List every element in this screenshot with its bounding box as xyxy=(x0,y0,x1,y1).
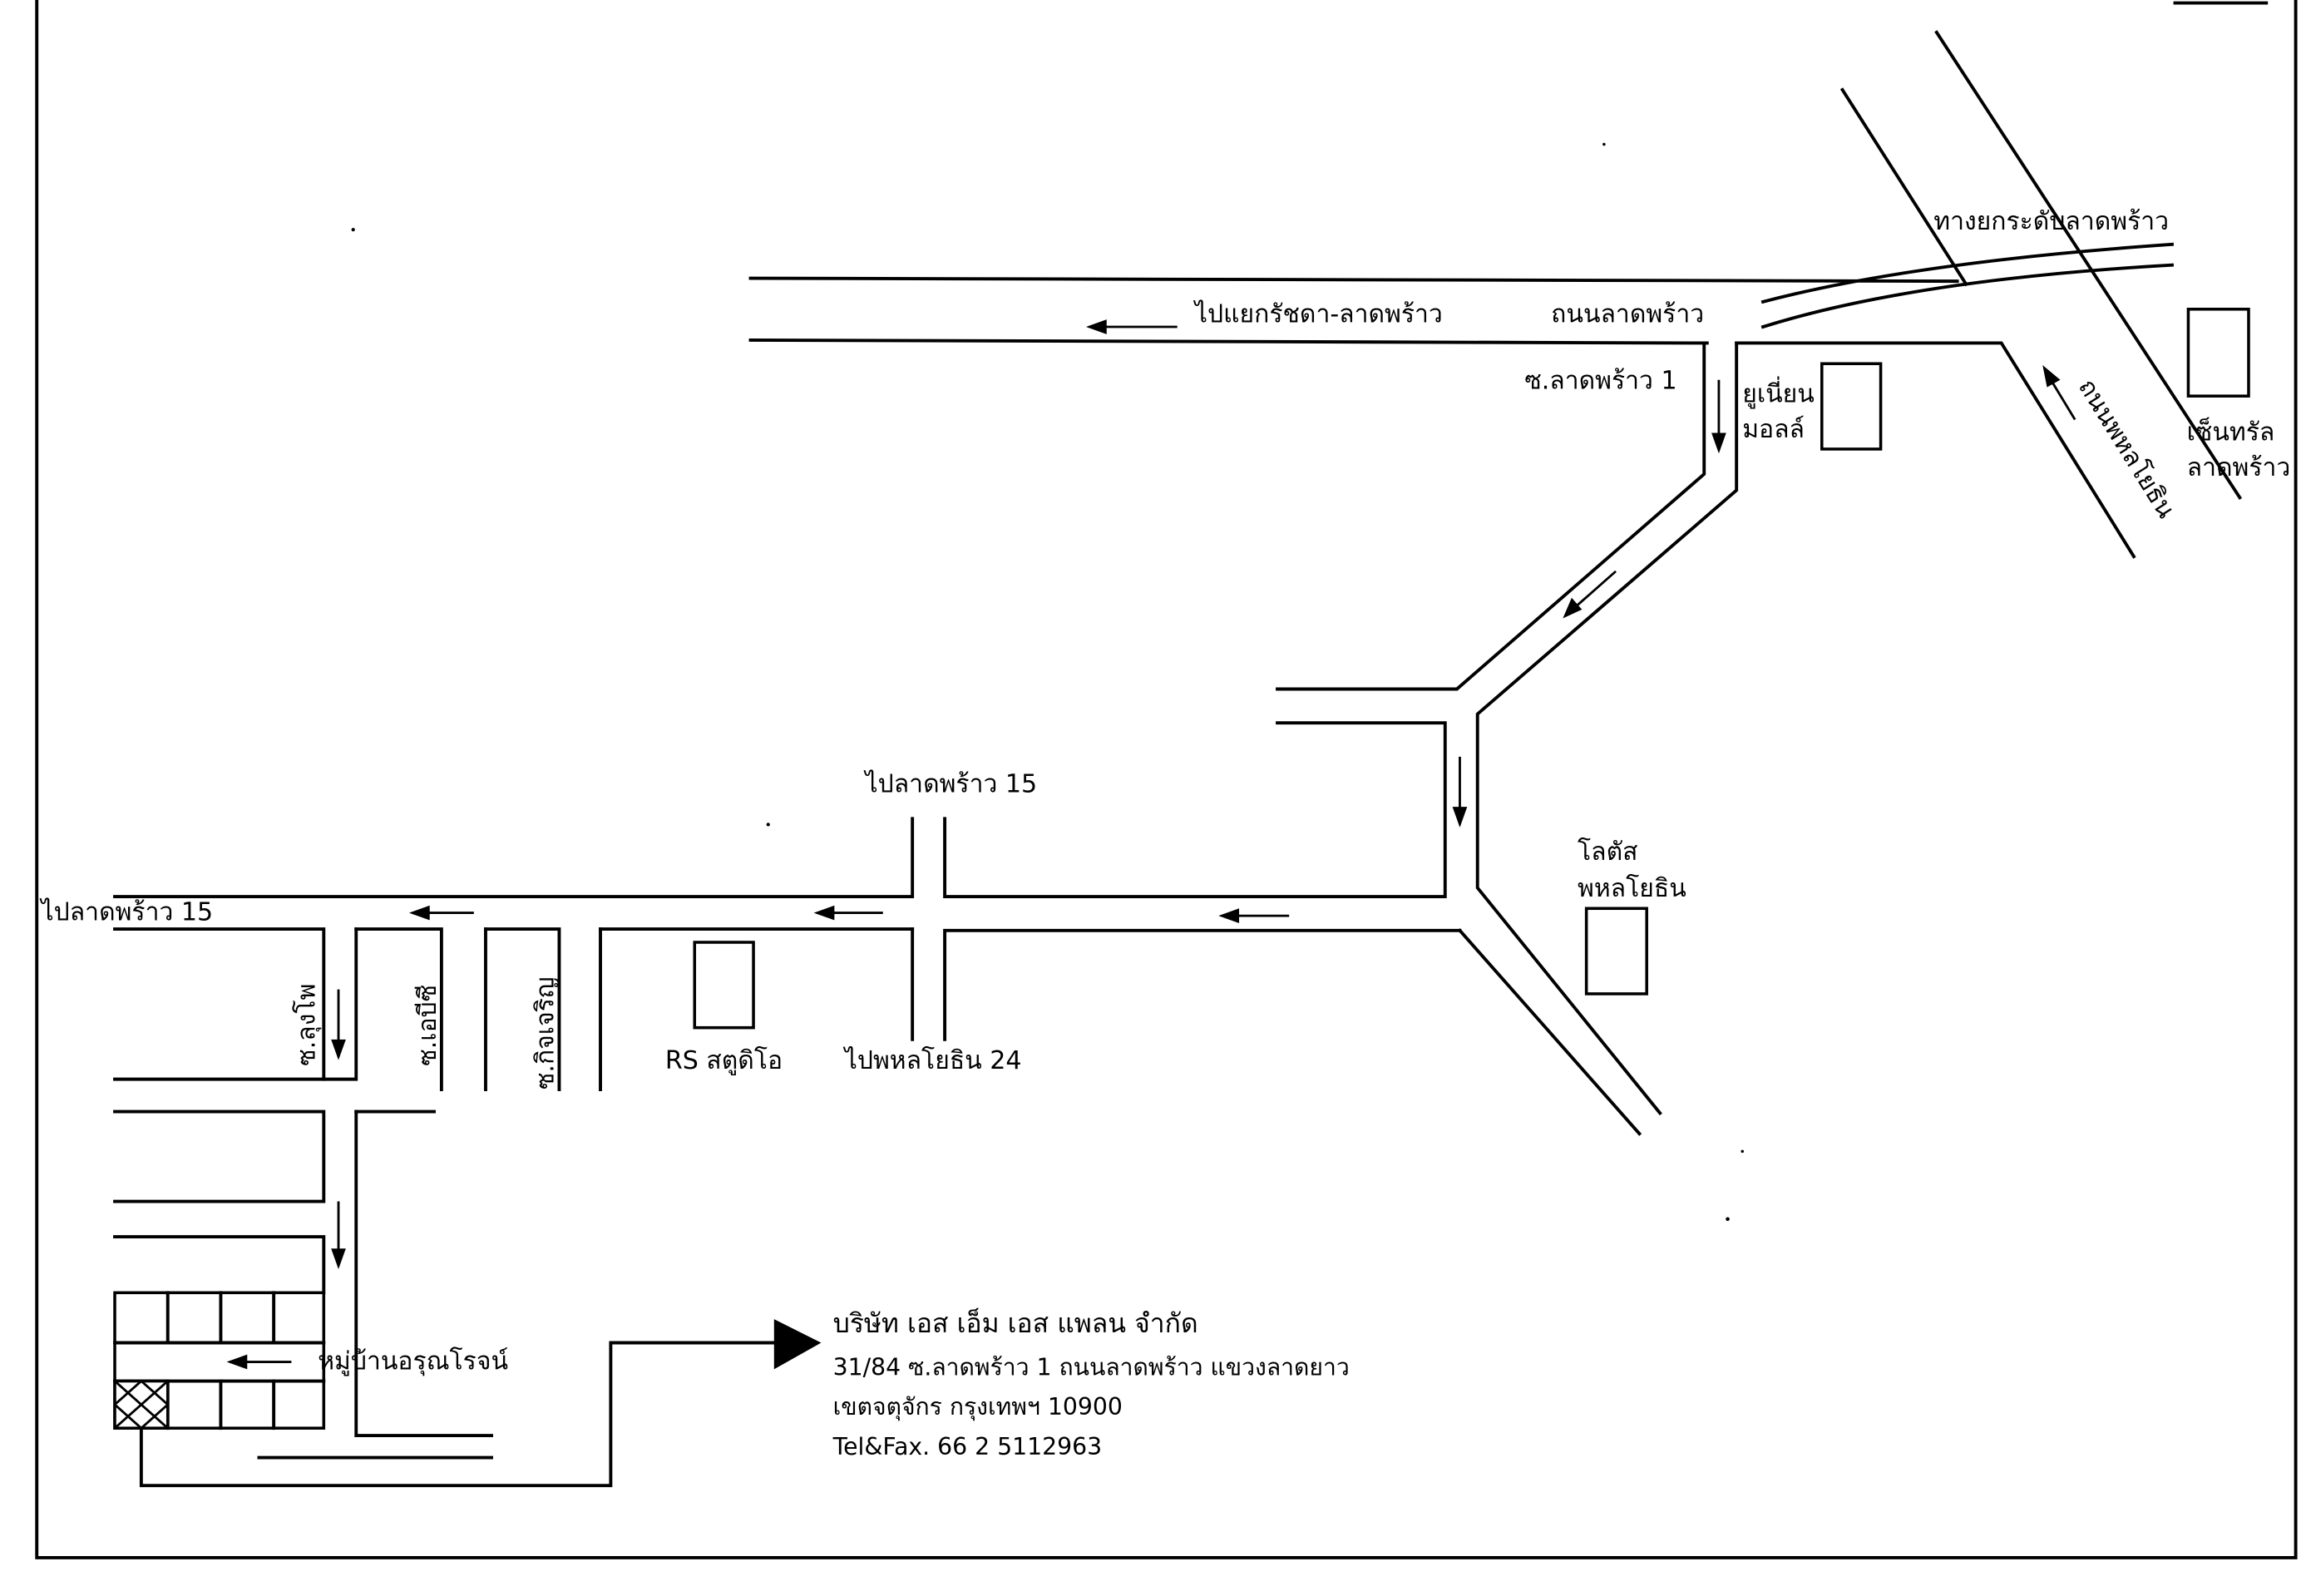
arrow-up-left-icon xyxy=(2042,365,2076,421)
lat-phrao-expressway xyxy=(1760,30,2243,501)
arrow-down-icon xyxy=(331,1201,346,1269)
label-village: หมู่บ้านอรุณโรจน์ xyxy=(318,1346,508,1376)
soi-lung-pho-lower xyxy=(113,1109,494,1460)
label-rs-studio: RS สตูดิโอ xyxy=(665,1045,783,1075)
soi-lat-phrao-1 xyxy=(943,341,1739,1136)
arrow-down-icon xyxy=(1711,379,1726,454)
label-lotus-1: โลตัส xyxy=(1578,837,1637,867)
lat-phrao-road xyxy=(748,276,2136,559)
rs-studio-building xyxy=(693,941,755,1030)
arrow-left-icon xyxy=(813,905,883,921)
label-union-mall-1: ยูเนี่ยน xyxy=(1742,376,1815,408)
label-to-lat-phrao-15-top: ไปลาดพร้าว 15 xyxy=(864,768,1038,798)
company-contact: Tel&Fax. 66 2 5112963 xyxy=(832,1433,1103,1460)
label-central-1: เซ็นทรัล xyxy=(2187,416,2275,447)
label-phahon-yothin-road: ถนนพหลโยธิน xyxy=(2072,373,2181,523)
company-name: บริษัท เอส เอ็ม เอส แพลน จำกัด xyxy=(833,1307,1198,1339)
label-lat-phrao-road: ถนนลาดพร้าว xyxy=(1551,300,1704,329)
label-union-mall-2: มอลล์ xyxy=(1742,415,1805,444)
pointer-arrowhead xyxy=(773,1319,822,1370)
lower-streets xyxy=(113,817,1462,1091)
company-address-line-2: เขตจตุจักร กรุงเทพฯ 10900 xyxy=(833,1393,1123,1421)
label-lotus-2: พหลโยธิน xyxy=(1578,873,1686,903)
arrow-left-icon xyxy=(226,1354,292,1370)
arrow-down-left-icon xyxy=(1563,570,1617,619)
arrow-left-icon xyxy=(408,905,474,921)
label-expressway: ทางยกระดับลาดพร้าว xyxy=(1933,207,2169,236)
company-address-line-1: 31/84 ซ.ลาดพร้าว 1 ถนนลาดพร้าว แขวงลาดยา… xyxy=(833,1353,1350,1381)
arrow-left-icon xyxy=(1085,319,1178,334)
direction-arrows xyxy=(226,319,2076,1370)
label-to-ratchada: ไปแยกรัชดา-ลาดพร้าว xyxy=(1193,299,1443,329)
label-central-2: ลาดพร้าว xyxy=(2187,453,2291,482)
company-address-block: บริษัท เอส เอ็ม เอส แพลน จำกัด 31/84 ซ.ล… xyxy=(832,1307,1350,1460)
central-lat-phrao-building xyxy=(2186,307,2250,398)
label-soi-lung-pho: ซ.ลุงโพ xyxy=(292,984,323,1066)
arrow-down-icon xyxy=(331,989,346,1060)
arrow-down-icon xyxy=(1452,756,1468,828)
label-to-lat-phrao-15-left: ไปลาดพร้าว 15 xyxy=(40,897,214,926)
arrow-left-icon xyxy=(1218,908,1290,923)
buildings xyxy=(693,307,2250,1030)
company-pointer xyxy=(139,1319,822,1488)
company-location-marker xyxy=(113,1379,170,1430)
scan-specks xyxy=(351,142,1745,1222)
label-soi-abc: ซ.เอบีซี xyxy=(413,985,442,1066)
label-soi-kit-charoen: ซ.กิจเจริญ xyxy=(531,976,560,1090)
map-frame xyxy=(35,0,2298,1559)
label-soi-lat-phrao-1: ซ.ลาดพร้าว 1 xyxy=(1524,366,1676,395)
label-to-phahon-yothin-24: ไปพหลโยธิน 24 xyxy=(843,1045,1022,1075)
union-mall-building xyxy=(1820,362,1883,451)
village-grid xyxy=(113,1291,326,1430)
lotus-phahon-yothin-building xyxy=(1584,907,1648,996)
